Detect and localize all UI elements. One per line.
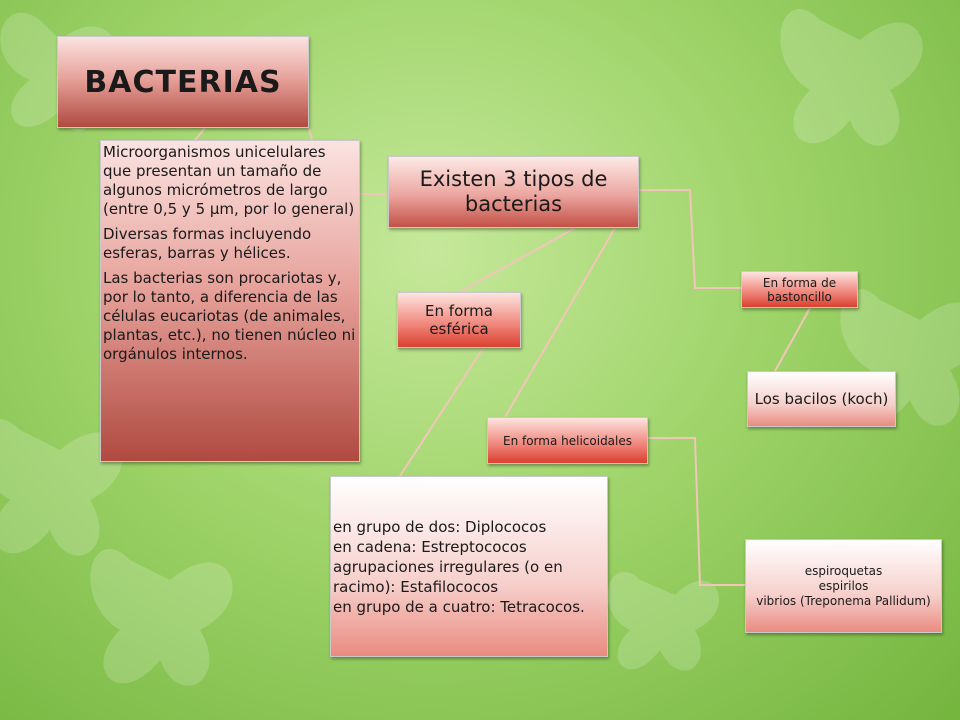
title-text: BACTERIAS — [84, 64, 282, 100]
spiral-espiroquetas: espiroquetas — [804, 563, 883, 578]
spherical-node: En forma esférica — [397, 292, 521, 348]
bacilli-node: Los bacilos (koch) — [747, 371, 896, 427]
spiral-vibrios: vibrios (Treponema Pallidum) — [756, 593, 931, 608]
description-size: Microorganismos unicelulares que present… — [103, 143, 355, 218]
helical-node: En forma helicoidales — [487, 417, 648, 464]
rod-node: En forma de bastoncillo — [741, 271, 858, 308]
groups-node: en grupo de dos: Diplococos en cadena: E… — [330, 476, 608, 657]
types-node: Existen 3 tipos de bacterias — [388, 156, 639, 228]
groups-estafilococos: agrupaciones irregulares (o en racimo): … — [333, 557, 563, 596]
groups-estreptococos: en cadena: Estreptococos — [333, 537, 527, 556]
description-prokaryote: Las bacterias son procariotas y, por lo … — [103, 269, 356, 363]
title-node: BACTERIAS — [57, 36, 309, 128]
helical-text: En forma helicoidales — [502, 433, 633, 448]
bacilli-text: Los bacilos (koch) — [754, 390, 889, 408]
spiral-espirilos: espirilos — [818, 578, 869, 593]
description-shapes: Diversas formas incluyendo esferas, barr… — [103, 225, 312, 262]
groups-diplococos: en grupo de dos: Diplococos — [333, 517, 547, 536]
spiral-node: espiroquetas espirilos vibrios (Treponem… — [745, 539, 942, 633]
rod-text: En forma de bastoncillo — [762, 275, 837, 304]
spherical-text: En forma esférica — [425, 302, 493, 338]
types-text: Existen 3 tipos de bacterias — [419, 167, 608, 216]
description-node: Microorganismos unicelulares que present… — [100, 140, 360, 462]
groups-tetracocos: en grupo de a cuatro: Tetracocos. — [333, 597, 585, 616]
